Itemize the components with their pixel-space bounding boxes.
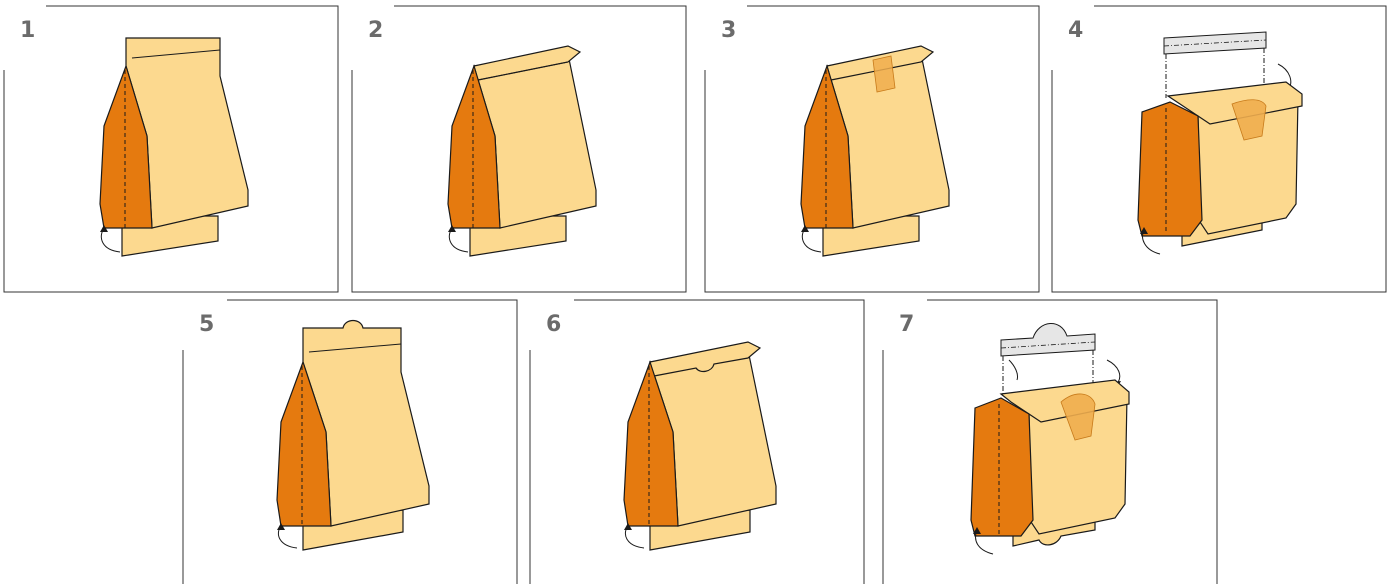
box-bag-with-hang-clip <box>883 300 1217 584</box>
gusset-bag-folded <box>352 6 686 292</box>
gusset-bag-unfolded <box>4 6 338 292</box>
box-bag-with-clip <box>1052 6 1386 292</box>
step-panel-4: 4 <box>1052 6 1386 292</box>
gusset-bag-taped <box>705 6 1039 292</box>
step-panel-7: 7 <box>883 300 1217 584</box>
step-panel-5: 5 <box>183 300 517 584</box>
step-panel-2: 2 <box>352 6 686 292</box>
step-panel-6: 6 <box>530 300 864 584</box>
step-panel-3: 3 <box>705 6 1039 292</box>
gusset-bag-unfolded-hang-tab <box>183 300 517 584</box>
step-panel-1: 1 <box>4 6 338 292</box>
gusset-bag-folded-hang-tab <box>530 300 864 584</box>
